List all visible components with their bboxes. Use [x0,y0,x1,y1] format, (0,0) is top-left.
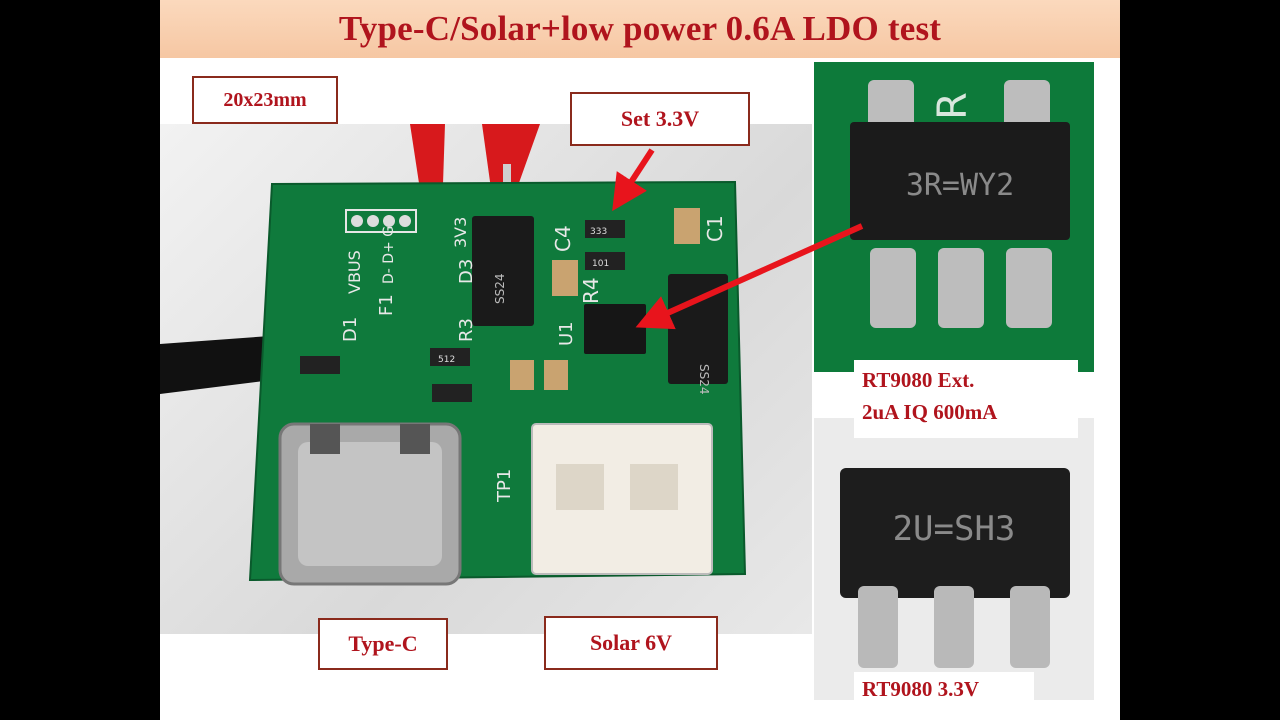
silk-r-closeup: R [930,92,976,120]
annotation-arrows [612,148,864,330]
silk-u1: U1 [556,321,577,346]
silk-tp1: TP1 [494,469,515,503]
chip-description: RT9080 Ext. 2uA IQ 600mA [854,360,1078,438]
diode2-mark: SS24 [697,364,711,395]
silk-f1: F1 [376,294,397,316]
pcb-photo: VBUS D- D+ G 3V3 SS24 SS24 R4 C4 C1 D1 F… [160,124,812,634]
chip-variant-illustration: 2U=SH3 [814,418,1094,700]
pcb-illustration: VBUS D- D+ G 3V3 SS24 SS24 R4 C4 C1 D1 F… [160,124,747,586]
chip-variant-label: RT9080 3.3V [854,672,1034,706]
chip-mark-top: 3R=WY2 [906,168,1014,203]
silk-c1: C1 [703,215,727,242]
chip-mark-bottom: 2U=SH3 [893,509,1016,549]
res-value-3: 512 [438,355,455,365]
res-value-2: 101 [592,259,609,269]
arrow-to-resistor [612,148,655,212]
res-value-1: 333 [590,227,607,237]
silk-3v3: 3V3 [451,217,470,248]
chip-closeup-photo: 3R=WY2 R [814,62,1094,372]
slide: Type-C/Solar+low power 0.6A LDO test [160,0,1120,720]
silk-r4: R4 [579,277,603,304]
arrow-to-chip [635,223,864,330]
silk-c4: C4 [551,225,575,252]
silk-pins: D- D+ G [381,226,397,284]
silk-vbus: VBUS [345,250,364,294]
chip-desc-line1: RT9080 Ext. [862,368,975,392]
title-bar: Type-C/Solar+low power 0.6A LDO test [160,0,1120,58]
set-voltage-label: Set 3.3V [570,92,750,146]
slide-title: Type-C/Solar+low power 0.6A LDO test [338,9,942,48]
silk-r3: R3 [456,318,477,342]
diode1-mark: SS24 [493,273,507,304]
type-c-label: Type-C [318,618,448,670]
chip-desc-line2: 2uA IQ 600mA [862,400,998,424]
size-label: 20x23mm [192,76,338,124]
silk-d3: D3 [456,259,477,284]
silk-d1: D1 [340,317,361,342]
chip-closeup-illustration: 3R=WY2 R [814,62,1094,372]
solar-label: Solar 6V [544,616,718,670]
chip-variant-photo: 2U=SH3 [814,418,1094,700]
